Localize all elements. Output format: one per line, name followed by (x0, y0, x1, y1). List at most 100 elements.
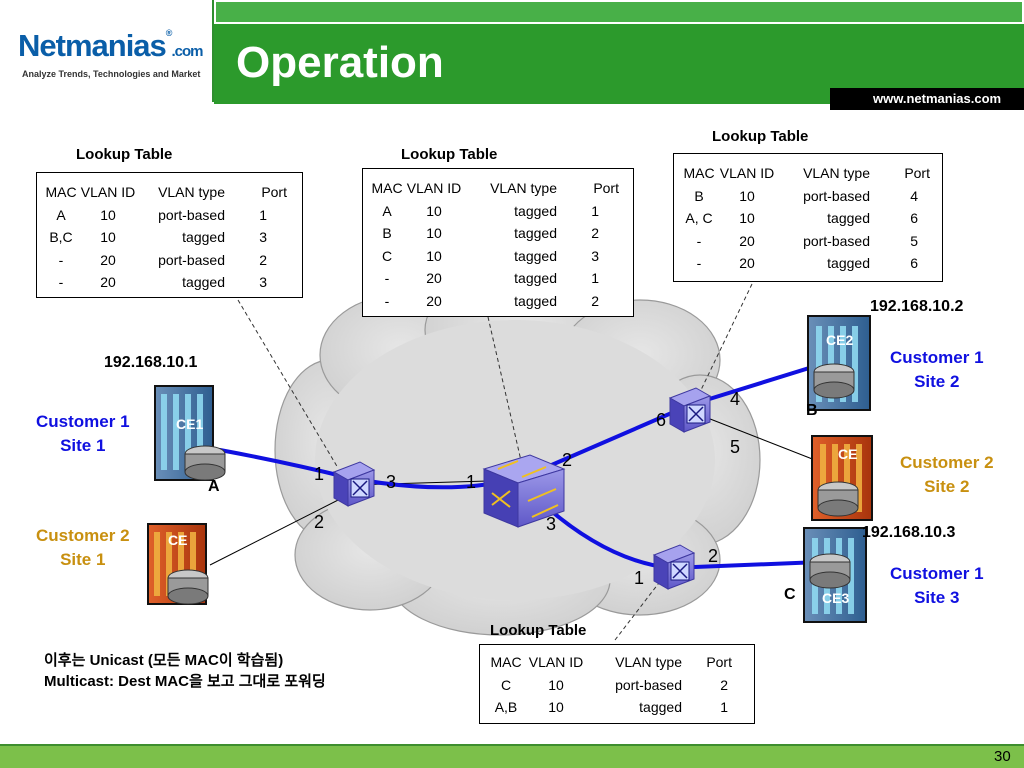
table-cell: 20 (426, 270, 442, 287)
table-cell: - (384, 270, 390, 287)
table-cell: tagged (514, 292, 557, 309)
table-row: A,B 10 tagged 1 (486, 696, 732, 719)
table-cell: 10 (548, 676, 564, 693)
ce-c2s1-building-icon[interactable] (147, 523, 209, 605)
customer1-site1-label: Customer 1 Site 1 (36, 410, 130, 458)
table-cell: 4 (910, 187, 918, 204)
ce2-building-icon[interactable] (807, 315, 871, 411)
table-cell: tagged (514, 247, 557, 264)
ce2-label: CE2 (826, 332, 854, 348)
table-cell: 20 (739, 232, 755, 249)
leader-left-table (237, 299, 339, 469)
node-a-label: A (208, 478, 220, 495)
table-cell: tagged (514, 270, 557, 287)
table-cell: 1 (591, 270, 599, 287)
table-cell: 10 (426, 247, 442, 264)
table-cell: tagged (827, 210, 870, 227)
ce3-ip-address: 192.168.10.3 (862, 524, 956, 541)
table-cell: - (696, 255, 702, 272)
switch-bottom-icon[interactable] (652, 544, 696, 590)
table-row: B 10 tagged 2 (371, 222, 619, 245)
table-cell: tagged (514, 202, 557, 219)
table-cell: 1 (259, 206, 267, 223)
node-c-label: C (784, 586, 796, 603)
site-customer-text: Customer 1 (36, 412, 130, 431)
table-cell: 10 (548, 699, 564, 716)
page-number: 30 (994, 748, 1011, 765)
table-cell: 10 (426, 225, 442, 242)
core-switch-port-1: 1 (466, 472, 477, 492)
site-customer-text: Customer 1 (890, 348, 984, 367)
table-header-cell: VLAN ID (719, 165, 775, 182)
lookup-table-bottom: MAC VLAN ID VLAN type Port C 10 port-bas… (479, 644, 755, 724)
table-cell: B (382, 225, 392, 242)
customer2-site2-label: Customer 2 Site 2 (900, 451, 994, 499)
forwarding-note: 이후는 Unicast (모든 MAC이 학습됨) Multicast: Des… (44, 650, 326, 692)
table-cell: 10 (739, 187, 755, 204)
table-cell: 6 (910, 255, 918, 272)
table-cell: 3 (591, 247, 599, 264)
table-cell: B (694, 187, 704, 204)
node-b-label: B (806, 402, 818, 419)
table-cell: B,C (49, 229, 73, 246)
lookup-table-left-title: Lookup Table (76, 146, 173, 163)
table-cell: 10 (100, 206, 116, 223)
table-cell: 10 (426, 202, 442, 219)
table-row: B 10 port-based 4 (682, 185, 930, 208)
switch-left-icon[interactable] (332, 461, 376, 507)
ce2-ip-address: 192.168.10.2 (870, 298, 964, 315)
table-cell: port-based (803, 187, 870, 204)
logo-suffix: .com (171, 43, 203, 60)
footer-divider (0, 744, 1024, 746)
ce1-building-icon[interactable] (154, 385, 226, 481)
table-row: - 20 tagged 2 (371, 290, 619, 313)
ce3-building-icon[interactable] (803, 527, 867, 623)
slide-header: Netmanias®.com Analyze Trends, Technolog… (0, 0, 1024, 110)
table-cell: 20 (739, 255, 755, 272)
table-cell: 3 (259, 229, 267, 246)
site-customer-text: Customer 2 (900, 453, 994, 472)
table-header-cell: Port (593, 180, 619, 197)
table-cell: C (381, 247, 393, 264)
table-row: C 10 tagged 3 (371, 245, 619, 268)
table-header-cell: Port (261, 184, 287, 201)
ce-c2s2-label: CE (838, 446, 858, 462)
site-customer-text: Customer 1 (890, 564, 984, 583)
table-header-cell: VLAN type (158, 184, 225, 201)
table-header-cell: VLAN ID (528, 654, 584, 671)
table-cell: port-based (803, 232, 870, 249)
logo-tagline: Analyze Trends, Technologies and Market (22, 69, 201, 79)
ce-c2s2-building-icon[interactable] (811, 435, 873, 521)
site-number-text: Site 3 (914, 588, 960, 607)
switch-core-icon[interactable] (482, 454, 566, 528)
table-cell: 5 (910, 232, 918, 249)
bottom-switch-port-1: 1 (634, 568, 645, 588)
lookup-table-center-title: Lookup Table (401, 146, 498, 163)
table-header-cell: MAC (683, 165, 715, 182)
table-header-row: MAC VLAN ID VLAN type Port (486, 651, 732, 674)
left-switch-port-2: 2 (314, 512, 325, 532)
right-switch-port-5: 5 (730, 437, 741, 457)
logo-main: Netmanias (18, 28, 167, 63)
lookup-table-bottom-title: Lookup Table (490, 622, 587, 639)
table-cell: 6 (910, 210, 918, 227)
blue-link-ce3 (668, 560, 822, 570)
table-row: - 20 port-based 5 (682, 230, 930, 253)
table-header-cell: MAC (371, 180, 403, 197)
table-cell: tagged (182, 229, 225, 246)
left-switch-port-1: 1 (314, 464, 325, 484)
website-link[interactable]: www.netmanias.com (873, 91, 1002, 106)
table-cell: 2 (720, 676, 728, 693)
table-cell: port-based (158, 251, 225, 268)
switch-right-icon[interactable] (668, 387, 712, 433)
core-switch-port-3: 3 (546, 514, 557, 534)
table-header-cell: VLAN ID (406, 180, 462, 197)
site-customer-text: Customer 2 (36, 526, 130, 545)
leader-center-table (487, 316, 523, 466)
table-cell: 3 (259, 274, 267, 291)
table-leader-lines (237, 283, 753, 641)
right-switch-port-4: 4 (730, 389, 741, 409)
table-cell: C (500, 676, 512, 693)
ce1-ip-address: 192.168.10.1 (104, 354, 198, 371)
